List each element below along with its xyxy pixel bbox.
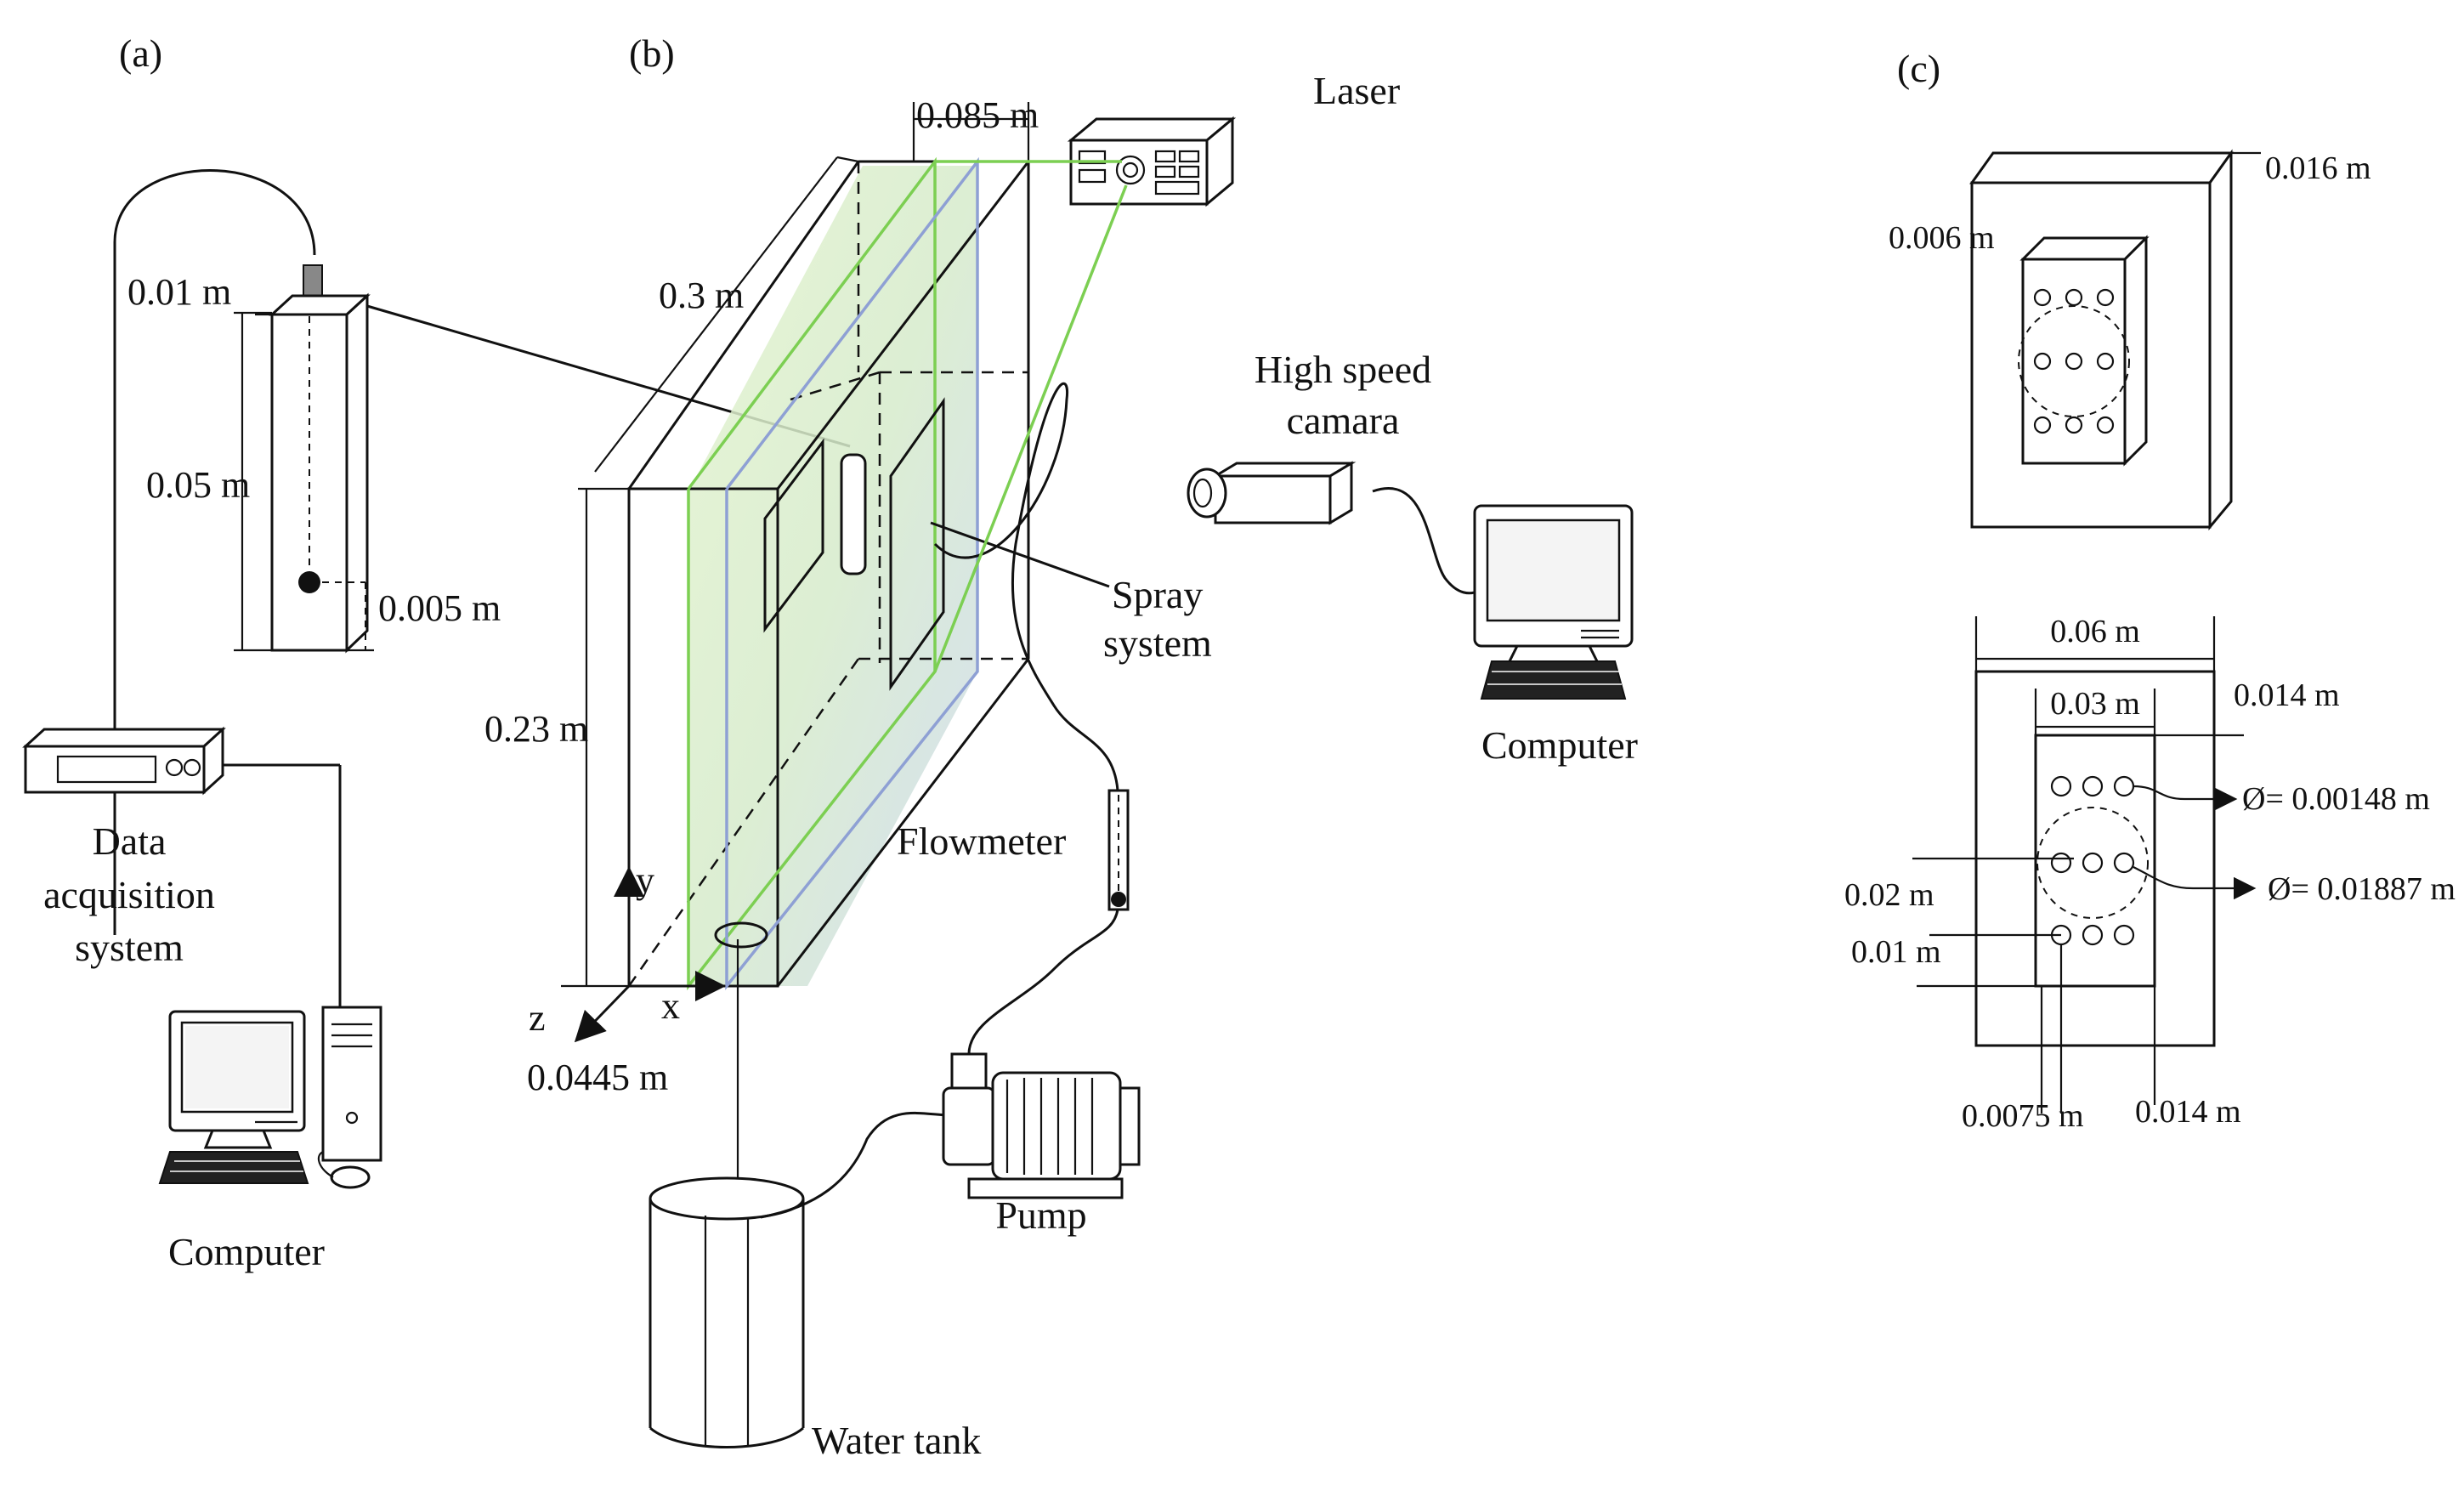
daq-top	[22, 728, 226, 748]
spray-plate-right	[889, 397, 945, 691]
small-diameter-dim: Ø= 0.00148 m	[2242, 781, 2430, 817]
laser-sheet-fill	[688, 166, 977, 986]
probe-tip-dim: 0.005 m	[378, 587, 501, 629]
axis-y-label: y	[636, 859, 654, 901]
camera-cable	[1372, 487, 1480, 595]
plate-width-dim: 0.06 m	[2050, 614, 2140, 649]
large-diameter-dim: Ø= 0.01887 m	[2268, 871, 2456, 907]
laser-label: Laser	[1313, 69, 1400, 112]
y-dim-2: 0.01 m	[1851, 934, 1941, 970]
camera-label-2: camara	[1287, 399, 1400, 442]
axis-x-label: x	[661, 985, 680, 1027]
laser-beam-2	[933, 184, 1128, 672]
margin-dim-top: 0.014 m	[2234, 677, 2340, 713]
daq-display	[56, 755, 157, 784]
axis-z-arrow	[574, 984, 631, 1043]
pump-to-flowmeter-hose	[967, 909, 1119, 1055]
plate-thickness-dim: 0.016 m	[2265, 150, 2371, 186]
computer-a-label: Computer	[168, 1230, 325, 1273]
inner-width-dim: 0.03 m	[2050, 686, 2140, 722]
height-dim: 0.23 m	[484, 708, 588, 750]
computer-a-icon	[158, 1006, 382, 1189]
panel-c: 0.016 m 0.006 m 0.06 m 0.03 m 0.014 m Ø=…	[1844, 149, 2456, 1134]
water-tank-icon	[649, 1176, 805, 1448]
depth-dim: 0.085 m	[916, 94, 1039, 136]
computer-b-label: Computer	[1481, 723, 1638, 767]
daq-front	[24, 745, 206, 794]
tank-to-pump-hose	[760, 1111, 949, 1219]
probe-cable	[113, 169, 316, 935]
width-dim-line	[594, 156, 838, 473]
panel-a: 0.01 m 0.05 m 0.005 m Data acquisition s…	[22, 169, 851, 1273]
x-dim-1: 0.0075 m	[1962, 1098, 2084, 1134]
plate-top	[1969, 151, 2234, 184]
panel-b-label: (b)	[629, 31, 675, 75]
probe-top-dim: 0.01 m	[127, 271, 231, 313]
plate-inner-block	[2021, 258, 2127, 465]
high-speed-camera-icon	[1187, 461, 1357, 525]
axis-z-label: z	[529, 997, 546, 1039]
small-diameter-leader	[2133, 785, 2238, 811]
inner-outline-2d	[2034, 734, 2156, 988]
width-dim: 0.3 m	[659, 275, 744, 316]
laser-icon	[1067, 116, 1237, 207]
large-diameter-leader	[2133, 866, 2257, 900]
inner-thickness-dim: 0.006 m	[1889, 220, 1995, 256]
daq-label-3: system	[75, 926, 184, 969]
probe-side-face	[345, 292, 369, 654]
flowmeter-label: Flowmeter	[897, 819, 1066, 863]
camera-label-1: High speed	[1255, 348, 1431, 391]
tank-label: Water tank	[812, 1419, 981, 1462]
daq-label-1: Data	[93, 819, 167, 863]
spray-label-1: Spray	[1112, 573, 1203, 616]
pump-label: Pump	[995, 1193, 1086, 1237]
daq-label-2: acquisition	[43, 873, 215, 916]
test-section-top-left	[627, 161, 860, 490]
panel-a-label: (a)	[119, 31, 162, 75]
nozzle-holes-2d	[2036, 775, 2149, 946]
spray-leader	[930, 521, 1110, 588]
spray-hose	[933, 382, 1119, 791]
nozzle-holes-3d	[2018, 288, 2130, 434]
x-dim-2: 0.014 m	[2135, 1094, 2241, 1130]
panel-b: Spray system 0.23 m 0.3 m 0.085 m y x z …	[484, 69, 1638, 1462]
probe-connector	[303, 264, 323, 298]
outlet-port	[714, 921, 768, 949]
inlet-dim: 0.0445 m	[527, 1057, 668, 1098]
laser-plane-blue	[725, 156, 979, 991]
probe-length-dim: 0.05 m	[146, 464, 250, 506]
computer-b-icon	[1473, 504, 1634, 700]
pump-icon	[942, 1052, 1141, 1199]
spray-label-2: system	[1103, 621, 1212, 665]
spray-nozzle-block	[840, 453, 867, 575]
plate-side	[2208, 149, 2233, 531]
panel-c-label: (c)	[1897, 47, 1940, 90]
y-dim-1: 0.02 m	[1844, 877, 1934, 913]
